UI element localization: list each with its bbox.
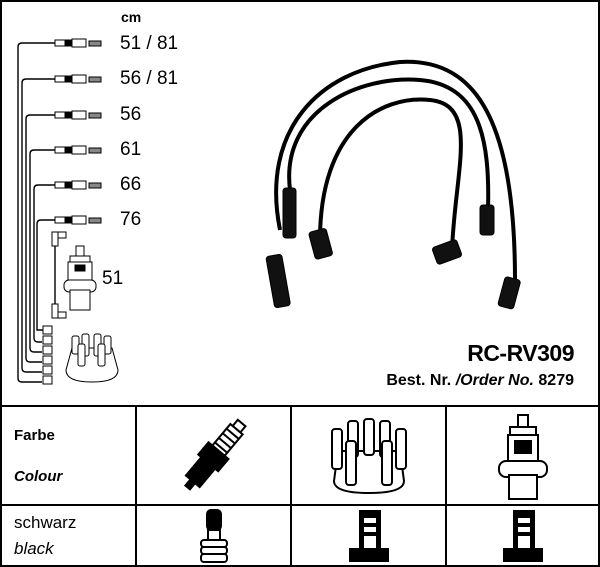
distributor-cap-cell [290, 405, 447, 506]
order-label-en: Order No. [460, 372, 534, 389]
ignition-cable-set-illustration [265, 59, 521, 310]
product-code: RC-RV309 [467, 340, 574, 366]
colour-header-cell: Farbe Colour [0, 405, 137, 506]
spark-plug-boot-icon [199, 508, 228, 563]
order-label-de: Best. Nr. [386, 372, 452, 389]
cable-length-5: 66 [120, 174, 142, 195]
cable-length-1: 51 / 81 [120, 33, 179, 54]
ignition-coil-cell [445, 405, 600, 506]
coil-cable-length: 51 [102, 268, 124, 289]
order-number: 8279 [538, 372, 574, 389]
distributor-boot-icon [348, 509, 389, 562]
spark-plug-cell [135, 405, 292, 506]
cable-length-6: 76 [120, 209, 142, 230]
distributor-boot-cell [290, 504, 447, 567]
cable-length-3: 56 [120, 104, 142, 125]
coil-boot-icon [502, 509, 543, 562]
distributor-cap-icon [330, 417, 407, 494]
colour-value-cell: schwarz black [0, 504, 137, 567]
cable-length-4: 61 [120, 139, 142, 160]
order-number-line: Best. Nr. /Order No. 8279 [386, 372, 574, 390]
unit-label: cm [121, 9, 142, 25]
colour-de: schwarz [14, 512, 77, 532]
header-en: Colour [14, 467, 63, 485]
coil-boot-cell [445, 504, 600, 567]
spark-plug-icon [183, 417, 247, 491]
header-de: Farbe [14, 426, 55, 444]
spark-plug-boot-cell [135, 504, 292, 567]
colour-en: black [14, 538, 54, 558]
colour-table: Farbe Colour [0, 405, 600, 567]
ignition-coil-icon [497, 413, 548, 500]
cable-schematic [17, 38, 119, 385]
cable-length-2: 56 / 81 [120, 68, 179, 89]
order-separator: / [455, 372, 461, 389]
